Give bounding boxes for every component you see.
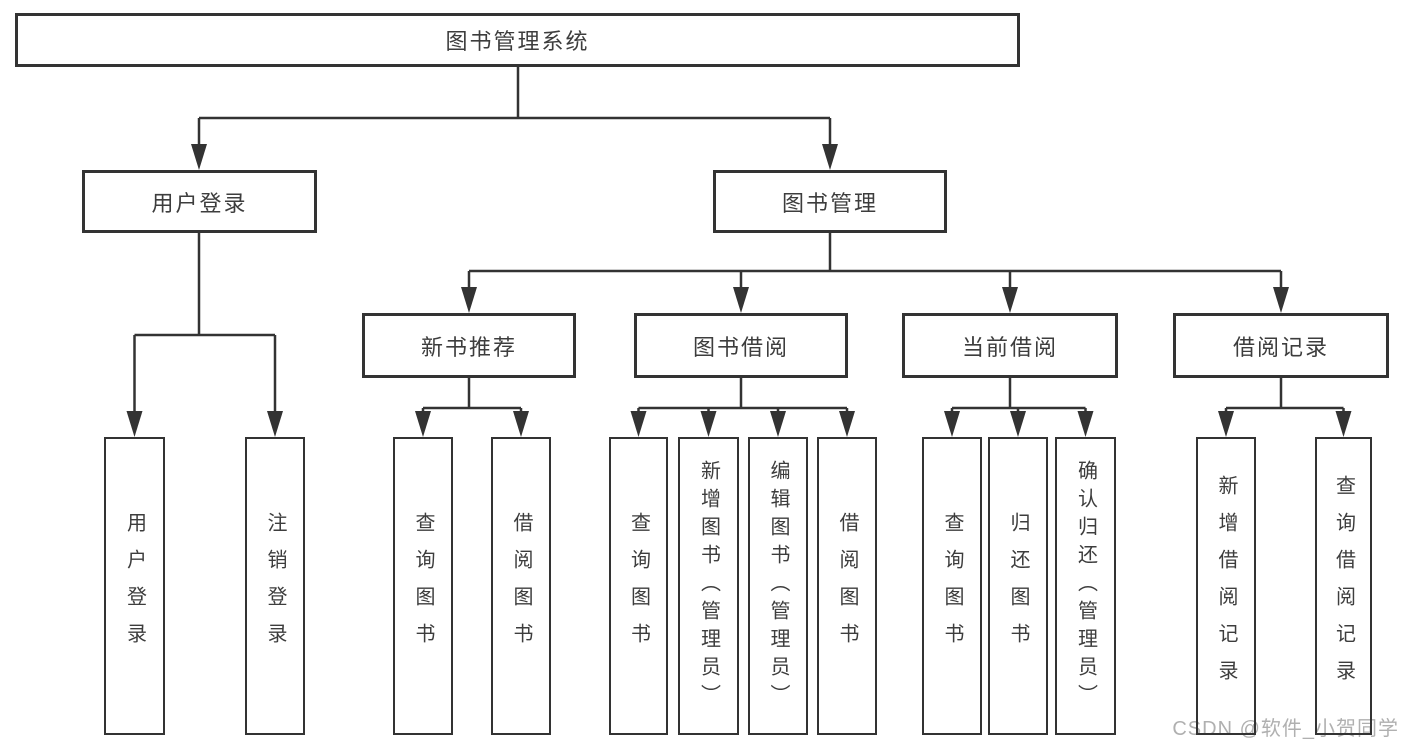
leaf-label: 用户登录 (123, 512, 146, 660)
arrowhead (461, 287, 477, 313)
leaf-edit-books-admin: 编辑图书（管理员） (748, 437, 808, 735)
arrowhead (415, 411, 431, 437)
arrowhead (1218, 411, 1234, 437)
leaf-return-books: 归还图书 (988, 437, 1048, 735)
arrowhead (700, 411, 717, 437)
arrowhead (1273, 287, 1289, 313)
leaf-query-borrow-record: 查询借阅记录 (1315, 437, 1372, 735)
arrowhead (267, 411, 283, 437)
arrowhead (944, 411, 960, 437)
leaf-label: 确认归还（管理员） (1074, 460, 1097, 712)
leaf-borrow-books-2: 借阅图书 (817, 437, 877, 735)
leaf-borrow-books-1: 借阅图书 (491, 437, 551, 735)
arrowhead (822, 144, 838, 170)
node-root: 图书管理系统 (15, 13, 1020, 67)
arrowhead (513, 411, 529, 437)
node-current-borrow: 当前借阅 (902, 313, 1118, 378)
leaf-confirm-return-admin: 确认归还（管理员） (1055, 437, 1116, 735)
leaf-label: 注销登录 (264, 512, 286, 660)
leaf-label: 新增借阅记录 (1215, 475, 1237, 697)
leaf-label: 归还图书 (1007, 512, 1029, 660)
leaf-logout: 注销登录 (245, 437, 305, 735)
leaf-label: 查询图书 (627, 512, 650, 660)
arrowheads (126, 144, 1352, 437)
node-book-borrow: 图书借阅 (634, 313, 848, 378)
arrowhead (191, 144, 207, 170)
arrowhead (733, 287, 749, 313)
node-borrow-records: 借阅记录 (1173, 313, 1389, 378)
arrowhead (1335, 411, 1352, 437)
leaf-query-books-3: 查询图书 (922, 437, 982, 735)
arrowhead (839, 411, 855, 437)
leaf-label: 新增图书（管理员） (697, 460, 720, 712)
arrowhead (1002, 287, 1018, 313)
node-book-management: 图书管理 (713, 170, 947, 233)
arrowhead (1077, 411, 1094, 437)
leaf-add-books-admin: 新增图书（管理员） (678, 437, 739, 735)
node-new-book-recommend: 新书推荐 (362, 313, 576, 378)
leaf-label: 编辑图书（管理员） (767, 460, 789, 712)
arrowhead (630, 411, 647, 437)
leaf-label: 查询图书 (941, 512, 963, 660)
leaf-add-borrow-record: 新增借阅记录 (1196, 437, 1256, 735)
leaf-user-login: 用户登录 (104, 437, 165, 735)
arrowhead (1010, 411, 1026, 437)
node-user-login: 用户登录 (82, 170, 317, 233)
leaf-query-books-2: 查询图书 (609, 437, 668, 735)
csdn-watermark: CSDN @软件_小贺同学 (1172, 718, 1399, 740)
leaf-label: 查询图书 (412, 512, 434, 660)
leaf-label: 借阅图书 (836, 512, 858, 660)
leaf-label: 查询借阅记录 (1332, 475, 1355, 697)
arrowhead (770, 411, 786, 437)
leaf-query-books-1: 查询图书 (393, 437, 453, 735)
leaf-label: 借阅图书 (510, 512, 532, 660)
arrowhead (126, 411, 143, 437)
